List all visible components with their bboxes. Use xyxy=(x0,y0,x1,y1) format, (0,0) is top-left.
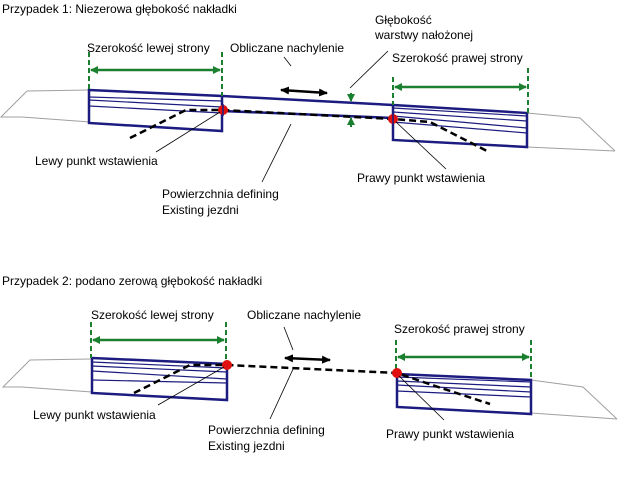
case-2-right-width-label: Szerokość prawej strony xyxy=(394,322,525,336)
computed-slope-arrow-2 xyxy=(284,354,331,364)
case-2-surface-label-2: Existing jezdni xyxy=(208,439,285,453)
existing-surface-line xyxy=(129,108,488,153)
left-structure xyxy=(87,88,224,133)
case-1-right-width-label: Szerokość prawej strony xyxy=(392,51,523,65)
case-1-right-insertion-label: Prawy punkt wstawienia xyxy=(357,171,485,185)
case-1-overlay-depth-label-2: warstwy nałożonej xyxy=(374,28,473,42)
case-2-title: Przypadek 2: podano zerową głębokość nak… xyxy=(2,274,262,288)
ground-right-2 xyxy=(530,379,618,420)
case-1-left-insertion-label: Lewy punkt wstawienia xyxy=(35,154,158,168)
ground-left-2 xyxy=(1,358,93,393)
left-width-dimension-2 xyxy=(90,322,227,364)
case-2-group: Przypadek 2: podano zerową głębokość nak… xyxy=(1,274,618,453)
computed-slope-arrow xyxy=(280,86,328,97)
case-2-left-insertion-label: Lewy punkt wstawienia xyxy=(33,408,156,422)
right-structure-2 xyxy=(395,372,533,416)
leader-lines-case-1 xyxy=(155,50,447,183)
right-structure xyxy=(391,103,529,149)
right-width-dimension xyxy=(392,68,529,113)
case-1-group: Przypadek 1: Niezerowa głębokość nakładk… xyxy=(0,2,616,217)
overlay-top-line xyxy=(221,94,394,107)
left-width-dimension xyxy=(88,52,223,96)
left-structure-2 xyxy=(90,356,229,402)
case-1-surface-label-2: Existing jezdni xyxy=(162,203,239,217)
case-1-left-width-label: Szerokość lewej strony xyxy=(87,41,210,55)
ground-left xyxy=(0,89,91,123)
case-1-overlay-depth-label-1: Głębokość xyxy=(375,13,432,27)
case-1-computed-slope-label: Obliczane nachylenie xyxy=(230,41,344,55)
case-1-title: Przypadek 1: Niezerowa głębokość nakładk… xyxy=(2,2,237,16)
leader-lines-case-2 xyxy=(157,326,445,421)
right-width-dimension-2 xyxy=(395,340,532,380)
left-insertion-point-2 xyxy=(222,360,232,370)
case-1-surface-label-1: Powierzchnia defining xyxy=(162,187,279,201)
case-2-computed-slope-label: Obliczane nachylenie xyxy=(247,308,361,322)
ground-right xyxy=(526,112,616,152)
right-insertion-point-2 xyxy=(392,368,402,378)
case-2-surface-label-1: Powierzchnia defining xyxy=(208,423,325,437)
case-2-right-insertion-label: Prawy punkt wstawienia xyxy=(386,427,514,441)
case-2-left-width-label: Szerokość lewej strony xyxy=(91,308,214,322)
